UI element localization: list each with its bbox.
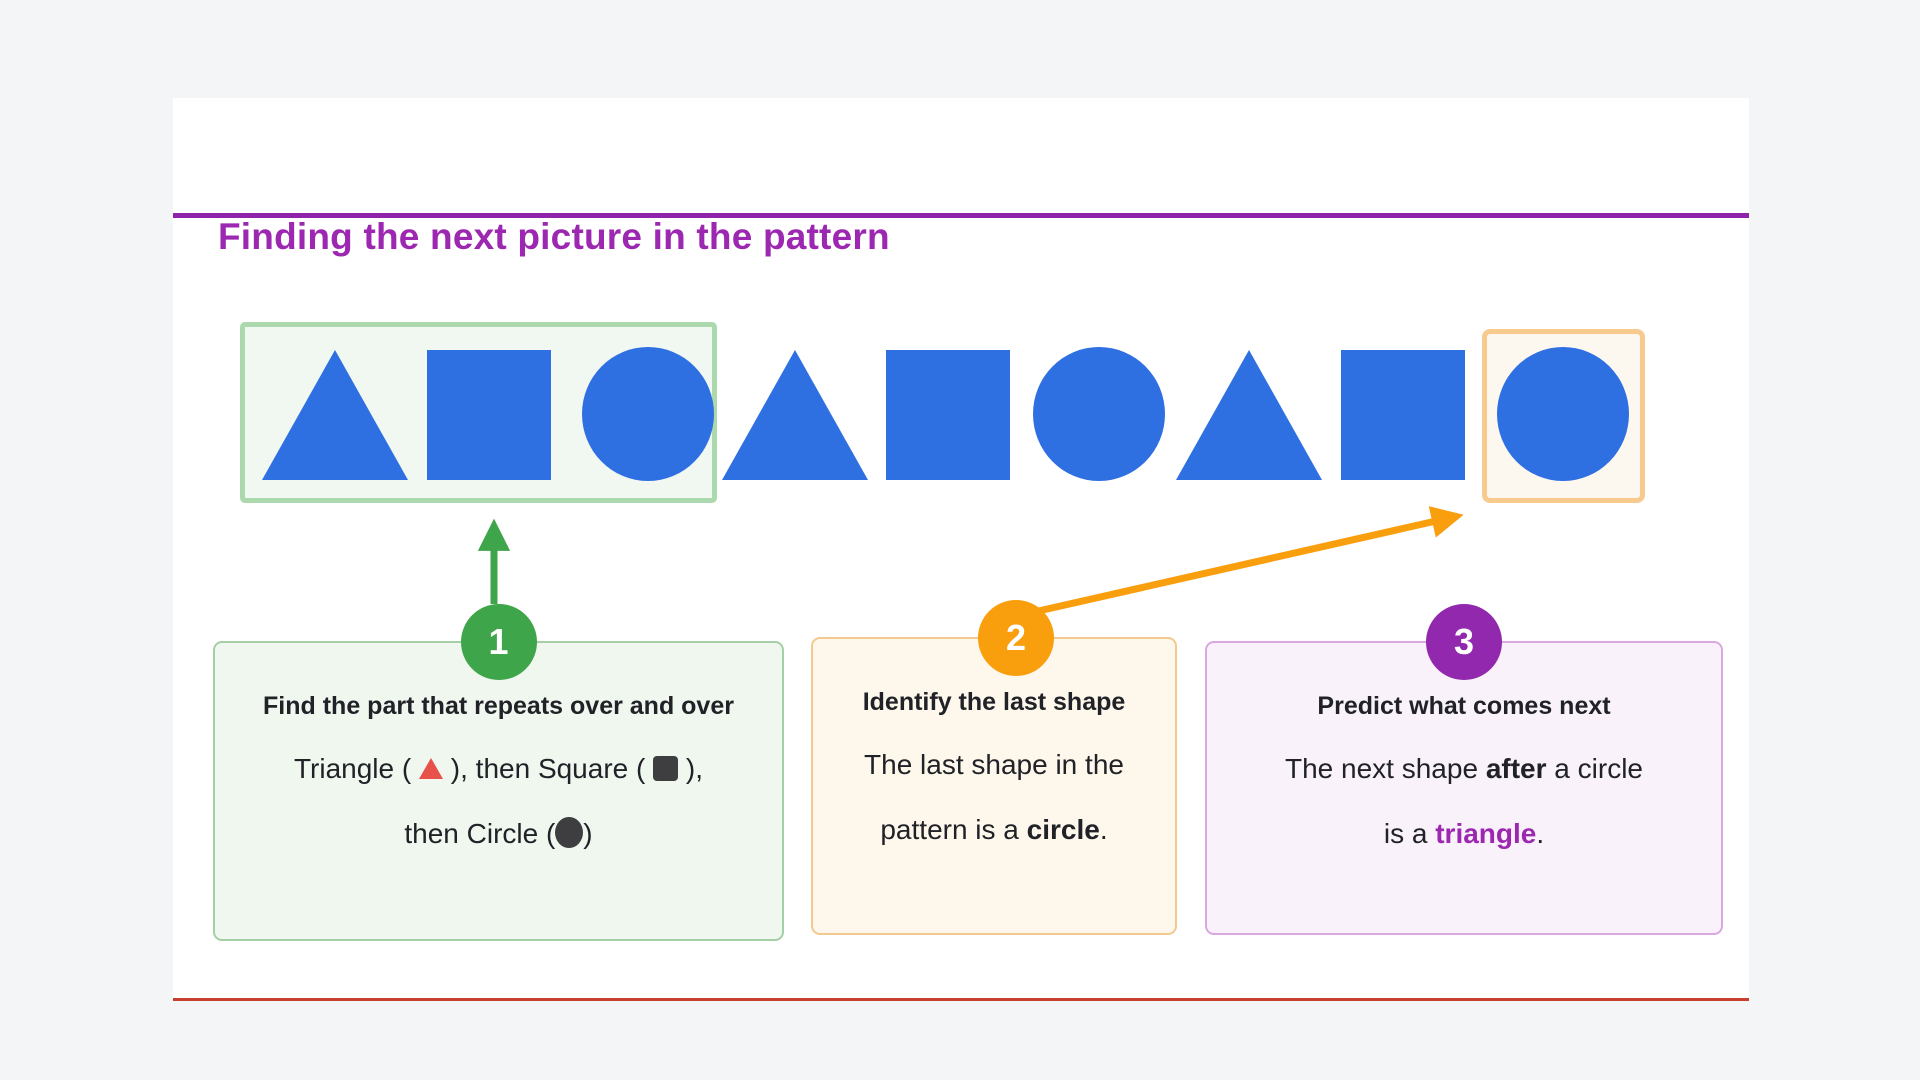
pattern-shape-square — [886, 350, 1010, 480]
step-line: The last shape in the — [864, 749, 1124, 780]
step-title: Find the part that repeats over and over — [263, 692, 734, 720]
step1-line1-text-a: Triangle ( — [293, 753, 419, 784]
step2-line2-bold: circle — [1026, 814, 1100, 845]
step-card-find-repeat: 1 Find the part that repeats over and ov… — [213, 604, 784, 941]
step-line: pattern is a circle. — [823, 812, 1165, 847]
circle-glyph-icon — [555, 817, 584, 848]
step-line: The next shape after a circle — [1217, 751, 1711, 786]
pattern-shape-square — [427, 350, 551, 480]
step2-line2-text-a: pattern is a — [880, 814, 1027, 845]
triangle-glyph-icon — [419, 758, 443, 779]
step1-line1-text-c: ), — [678, 753, 703, 784]
pattern-shape-square — [1341, 350, 1465, 480]
step-line: Triangle ( ), then Square ( ), — [225, 751, 772, 786]
step3-line2-accent: triangle — [1435, 818, 1537, 849]
step1-line2-text-a: then Circle ( — [404, 818, 556, 849]
step1-line1-text-b: ), then Square ( — [443, 753, 654, 784]
pattern-shape-circle — [582, 347, 714, 481]
step-line: is a triangle. — [1217, 816, 1711, 851]
title-divider — [173, 213, 1749, 218]
step-title: Predict what comes next — [1317, 692, 1611, 720]
pattern-shape-circle — [1497, 347, 1629, 481]
square-glyph-icon — [653, 756, 679, 781]
step3-line1-text-a: The next shape — [1285, 753, 1486, 784]
step3-line2-text-a: is a — [1383, 818, 1436, 849]
step-line: then Circle () — [225, 816, 772, 851]
step3-line2-text-c: . — [1536, 818, 1545, 849]
step-card-identify-last: 2 Identify the last shape The last shape… — [811, 600, 1177, 935]
step-number-badge: 3 — [1426, 604, 1502, 680]
step1-line2-text-b: ) — [583, 818, 593, 849]
page-title: Finding the next picture in the pattern — [218, 216, 890, 257]
step-card-predict-next: 3 Predict what comes next The next shape… — [1205, 604, 1723, 935]
step-number-badge: 2 — [978, 600, 1054, 676]
step3-line1-text-c: a circle — [1546, 753, 1643, 784]
step3-line1-bold: after — [1485, 753, 1547, 784]
step-number-badge: 1 — [460, 604, 537, 680]
step2-line2-text-c: . — [1099, 814, 1108, 845]
step-title: Identify the last shape — [862, 688, 1126, 716]
pattern-shape-circle — [1033, 347, 1165, 481]
